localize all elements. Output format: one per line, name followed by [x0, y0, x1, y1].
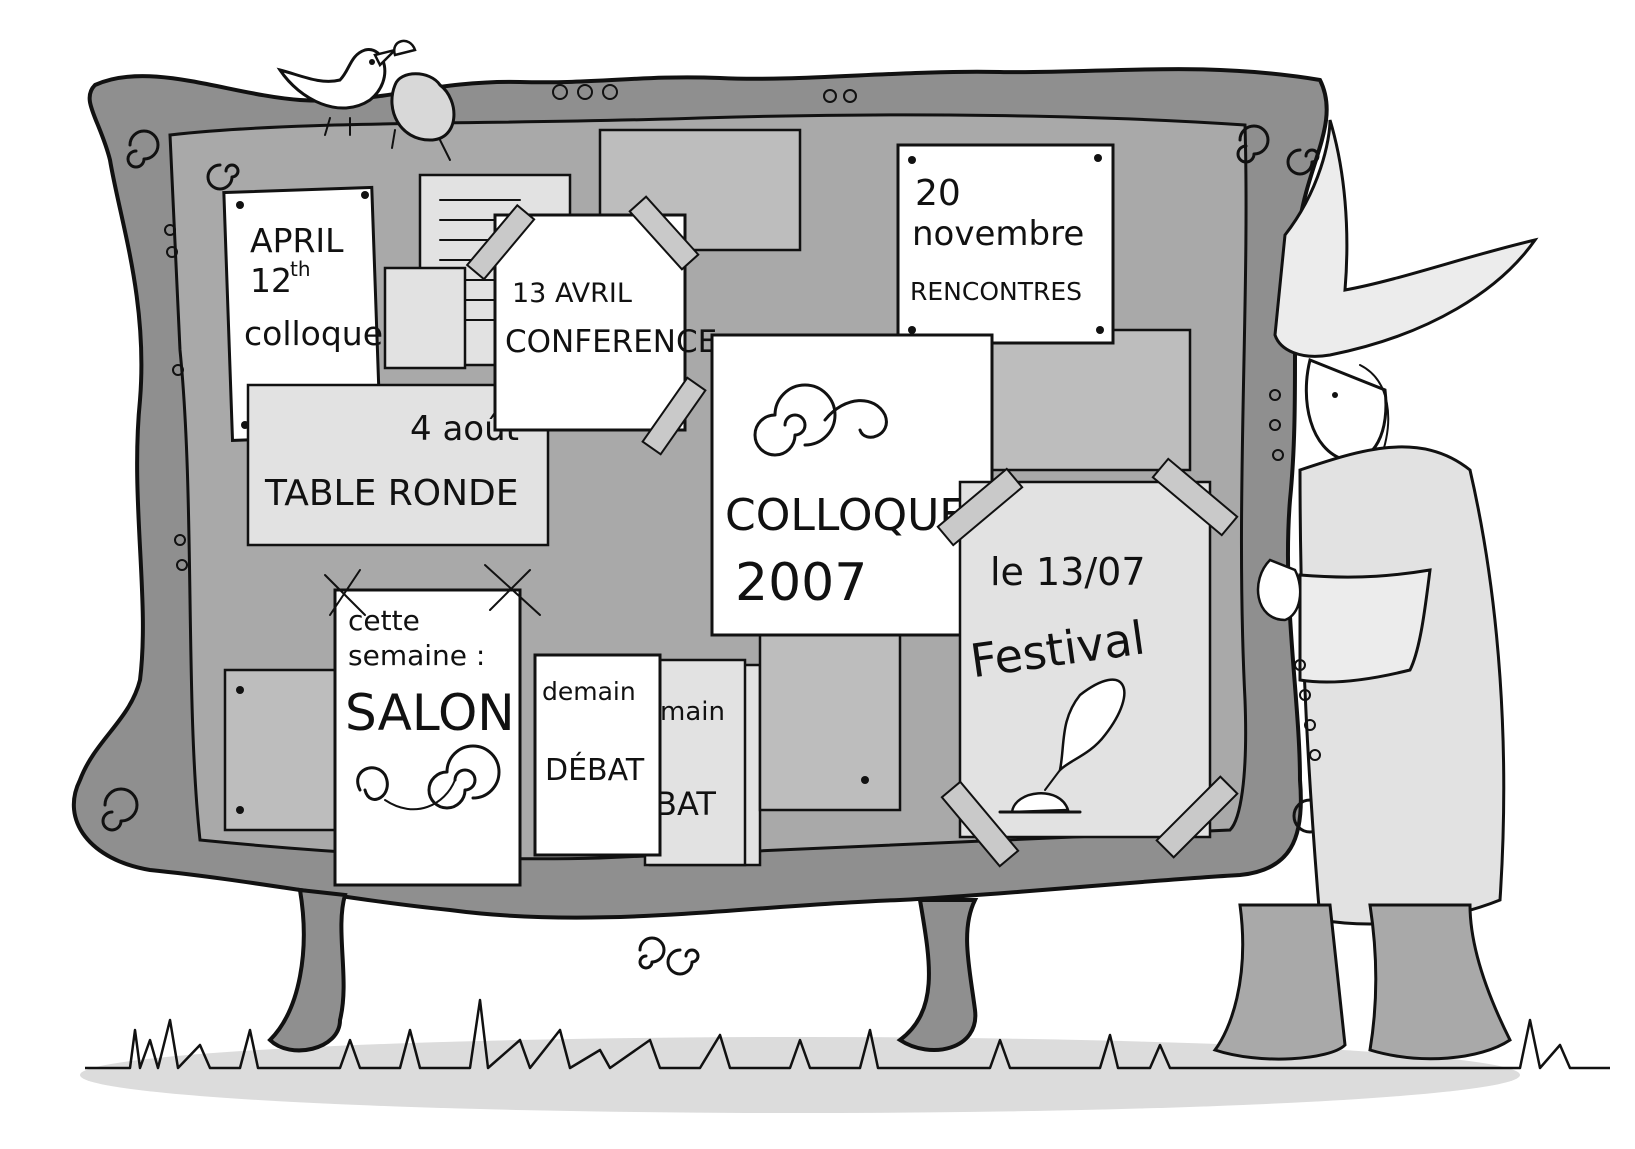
poster-debat-back: main BAT	[643, 658, 747, 867]
avril13-line2: CONFERENCE	[505, 324, 717, 360]
quill-inkwell-icon	[998, 678, 1126, 814]
frame-swirl	[126, 129, 160, 169]
spiral-icon	[823, 399, 888, 439]
ground-shadow	[80, 1037, 1520, 1113]
character-icon	[1212, 119, 1539, 1061]
april-sup: th	[290, 257, 311, 281]
colloque2007-line2: 2007	[735, 553, 867, 613]
salon-line1: cette	[348, 604, 420, 637]
salon-line2: semaine :	[348, 639, 485, 672]
poster-13-07-festival: le 13/07 Festival	[936, 457, 1239, 868]
debat-line2: DÉBAT	[545, 752, 645, 788]
poster-20-novembre-rencontres: 20 novembre RENCONTRES	[896, 143, 1115, 345]
spiral-icon	[356, 766, 389, 801]
debat-back-line1: main	[660, 697, 725, 727]
salon-line3: SALON	[345, 684, 515, 742]
debat-line1: demain	[542, 677, 636, 706]
novembre-line2: novembre	[912, 214, 1084, 254]
poster-cette-semaine-salon: cette semaine : SALON	[324, 564, 541, 887]
avril13-line1: 13 AVRIL	[512, 278, 632, 309]
april-line1: APRIL	[250, 221, 344, 260]
april-line2: 12	[250, 261, 292, 300]
poster-april-12-colloque: APRIL 12 th colloque	[222, 185, 383, 442]
novembre-line3: RENCONTRES	[910, 277, 1082, 306]
poster-demain-debat: demain DÉBAT	[533, 653, 662, 857]
right-leg	[896, 898, 979, 1052]
birds-icon	[276, 39, 456, 161]
novembre-line1: 20	[915, 173, 961, 214]
poster-13-avril-conference: 13 AVRIL CONFERENCE	[465, 195, 717, 456]
left-leg	[267, 887, 348, 1053]
colloque2007-line1: COLLOQUE	[725, 490, 967, 541]
poster-colloque-2007: COLLOQUE 2007	[710, 333, 994, 637]
spiral-icon	[753, 383, 837, 457]
debat-back-line2: BAT	[655, 785, 716, 823]
grass	[85, 998, 1610, 1070]
aout-line2: TABLE RONDE	[264, 473, 519, 514]
april-line3: colloque	[244, 314, 383, 353]
spiral-icon	[427, 744, 501, 810]
festival-line1: le 13/07	[990, 550, 1146, 594]
